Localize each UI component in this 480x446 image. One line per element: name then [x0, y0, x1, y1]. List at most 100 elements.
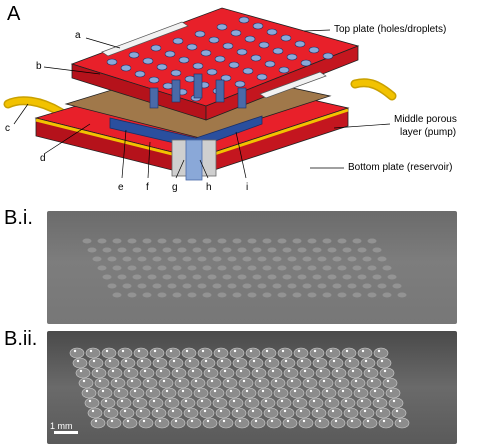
- droplet-highlight: [299, 409, 303, 413]
- droplet-highlight: [185, 349, 189, 353]
- photo-hole: [342, 247, 352, 253]
- photo-hole: [257, 256, 267, 262]
- photo-hole: [362, 283, 372, 289]
- photo-hole: [352, 265, 362, 271]
- photo-droplet: [231, 407, 247, 419]
- droplet-highlight: [357, 389, 361, 393]
- droplet-highlight: [309, 389, 313, 393]
- droplet-highlight: [335, 369, 339, 373]
- photo-droplet: [366, 377, 382, 389]
- photo-hole: [222, 274, 232, 280]
- droplet-highlight: [284, 359, 288, 363]
- photo-hole: [332, 283, 342, 289]
- photo-hole: [357, 247, 367, 253]
- photo-hole: [162, 247, 172, 253]
- photo-droplet: [244, 397, 260, 409]
- photo-droplet: [277, 347, 293, 359]
- letter-e: e: [118, 182, 124, 193]
- photo-droplet: [85, 347, 101, 359]
- photo-droplet: [308, 397, 324, 409]
- droplet-highlight: [235, 409, 239, 413]
- droplet-highlight: [347, 409, 351, 413]
- droplet-highlight: [386, 379, 390, 383]
- photo-hole: [247, 238, 257, 244]
- photo-hole: [367, 238, 377, 244]
- photo-droplet: [245, 347, 261, 359]
- photo-droplet: [261, 347, 277, 359]
- panel-a-label: A: [7, 3, 21, 25]
- pillar: [171, 79, 181, 103]
- photo-hole: [262, 238, 272, 244]
- callout-middle-line1: Middle porous: [394, 114, 457, 125]
- droplet-highlight: [354, 379, 358, 383]
- droplet-highlight: [239, 369, 243, 373]
- photo-droplet: [158, 377, 174, 389]
- photo-droplet: [145, 387, 161, 399]
- photo-droplet: [292, 397, 308, 409]
- photo-droplet: [344, 357, 360, 369]
- droplet-highlight: [350, 419, 354, 423]
- photo-hole: [272, 256, 282, 262]
- photo-droplet: [346, 417, 362, 429]
- photo-droplet: [129, 387, 145, 399]
- droplet-highlight: [287, 369, 291, 373]
- droplet-highlight: [316, 359, 320, 363]
- hole: [278, 66, 290, 74]
- droplet-highlight: [123, 409, 127, 413]
- photo-hole: [207, 274, 217, 280]
- photo-hole: [337, 238, 347, 244]
- callout-top-plate: Top plate (holes/droplets): [334, 24, 447, 35]
- droplet-highlight: [146, 379, 150, 383]
- droplet-highlight: [344, 399, 348, 403]
- photo-hole: [87, 247, 97, 253]
- photo-hole: [187, 238, 197, 244]
- panel-bii-label: B.ii.: [4, 328, 38, 350]
- photo-hole: [297, 247, 307, 253]
- photo-droplet: [104, 357, 120, 369]
- hole: [236, 48, 248, 56]
- photo-hole: [197, 283, 207, 289]
- photo-droplet: [327, 407, 343, 419]
- photo-hole: [357, 274, 367, 280]
- photo-droplet: [353, 387, 369, 399]
- photo-droplet: [356, 397, 372, 409]
- photo-droplet: [373, 347, 389, 359]
- photo-droplet: [196, 397, 212, 409]
- photo-droplet: [232, 357, 248, 369]
- droplet-highlight: [210, 379, 214, 383]
- droplet-highlight: [152, 399, 156, 403]
- droplet-highlight: [245, 389, 249, 393]
- droplet-highlight: [76, 359, 80, 363]
- photo-hole: [262, 265, 272, 271]
- photo-droplet: [126, 377, 142, 389]
- droplet-highlight: [95, 369, 99, 373]
- droplet-highlight: [395, 409, 399, 413]
- droplet-highlight: [226, 379, 230, 383]
- photo-hole: [377, 283, 387, 289]
- droplet-highlight: [319, 369, 323, 373]
- droplet-highlight: [315, 409, 319, 413]
- photo-droplet: [103, 407, 119, 419]
- photo-hole: [307, 265, 317, 271]
- photo-hole: [317, 256, 327, 262]
- photo-droplet: [266, 417, 282, 429]
- photo-droplet: [199, 407, 215, 419]
- photo-hole: [282, 247, 292, 253]
- photo-droplet: [154, 417, 170, 429]
- photo-hole: [147, 274, 157, 280]
- photo-droplet: [219, 367, 235, 379]
- photo-hole: [252, 247, 262, 253]
- droplet-highlight: [283, 409, 287, 413]
- photo-hole: [172, 292, 182, 298]
- photo-hole: [337, 265, 347, 271]
- photo-droplet: [289, 387, 305, 399]
- photo-droplet: [215, 407, 231, 419]
- photo-droplet: [235, 367, 251, 379]
- hole: [184, 75, 196, 83]
- droplet-highlight: [306, 379, 310, 383]
- photo-hole: [257, 283, 267, 289]
- droplet-highlight: [121, 349, 125, 353]
- droplet-highlight: [334, 419, 338, 423]
- photo-droplet: [238, 377, 254, 389]
- droplet-highlight: [264, 399, 268, 403]
